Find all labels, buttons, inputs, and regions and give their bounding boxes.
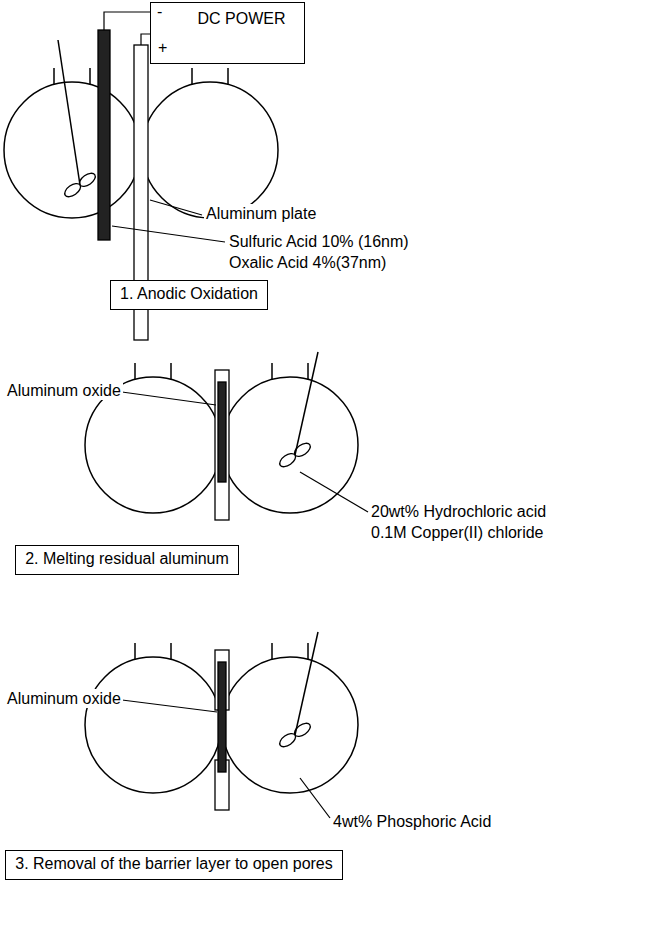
flask-neck xyxy=(191,68,193,84)
leader-line xyxy=(300,778,330,818)
flask-neck xyxy=(227,68,229,84)
terminal-sign: - xyxy=(155,2,164,21)
counter-electrode xyxy=(98,30,110,240)
step-caption-box: 1. Anodic Oxidation xyxy=(110,280,268,310)
part-label: Aluminum oxide xyxy=(5,689,123,708)
node-label: 2. Melting residual aluminum xyxy=(24,549,230,568)
part-label: Aluminum oxide xyxy=(5,381,123,400)
leader-line xyxy=(122,392,216,405)
power-supply-box: DC POWER xyxy=(150,2,305,64)
stirrer-rod xyxy=(295,632,318,735)
flask-neck xyxy=(134,643,136,659)
propeller-blade xyxy=(292,721,312,740)
flask-outline xyxy=(142,82,278,218)
flask-neck xyxy=(271,363,273,379)
stirrer-rod xyxy=(295,352,318,455)
part-label: Aluminum plate xyxy=(204,204,318,223)
wire-positive xyxy=(141,34,150,45)
electrolyte-label: Sulfuric Acid 10% (16nm) xyxy=(227,232,411,251)
flask-neck xyxy=(53,68,55,84)
flask-neck xyxy=(307,363,309,379)
aluminum-oxide-layer xyxy=(218,662,226,772)
stirrer-propeller xyxy=(62,171,97,200)
leader-line xyxy=(300,472,368,512)
stirrer-propeller xyxy=(277,721,312,750)
stirrer-rod xyxy=(58,40,80,185)
flask-outline xyxy=(4,82,140,218)
flask-outline xyxy=(85,657,221,793)
electrolyte-label: 20wt% Hydrochloric acid xyxy=(369,502,548,521)
stirrer-propeller xyxy=(277,441,312,470)
flask-neck xyxy=(170,363,172,379)
flask-outline xyxy=(222,377,358,513)
aluminum-oxide-layer xyxy=(218,382,226,482)
flask-neck xyxy=(271,643,273,659)
electrolyte-label: Oxalic Acid 4%(37nm) xyxy=(227,253,388,272)
node-label: DC POWER xyxy=(189,9,294,28)
node-label: 1. Anodic Oxidation xyxy=(119,284,259,303)
step-caption-box: 2. Melting residual aluminum xyxy=(15,545,239,575)
terminal-sign: + xyxy=(156,38,169,57)
electrolyte-label: 0.1M Copper(II) chloride xyxy=(369,523,546,542)
leader-line xyxy=(122,700,217,712)
step-caption-box: 3. Removal of the barrier layer to open … xyxy=(5,850,343,880)
aluminum-plate xyxy=(215,370,229,520)
leader-line xyxy=(150,200,202,215)
propeller-blade xyxy=(292,441,312,460)
flask-neck xyxy=(89,68,91,84)
wire-negative xyxy=(104,12,150,30)
leader-line xyxy=(112,226,225,242)
flask-neck xyxy=(134,363,136,379)
flask-neck xyxy=(170,643,172,659)
electrolyte-label: 4wt% Phosphoric Acid xyxy=(331,812,493,831)
flask-neck xyxy=(307,643,309,659)
node-label: 3. Removal of the barrier layer to open … xyxy=(14,854,334,873)
propeller-blade xyxy=(77,171,97,190)
flask-outline xyxy=(222,657,358,793)
